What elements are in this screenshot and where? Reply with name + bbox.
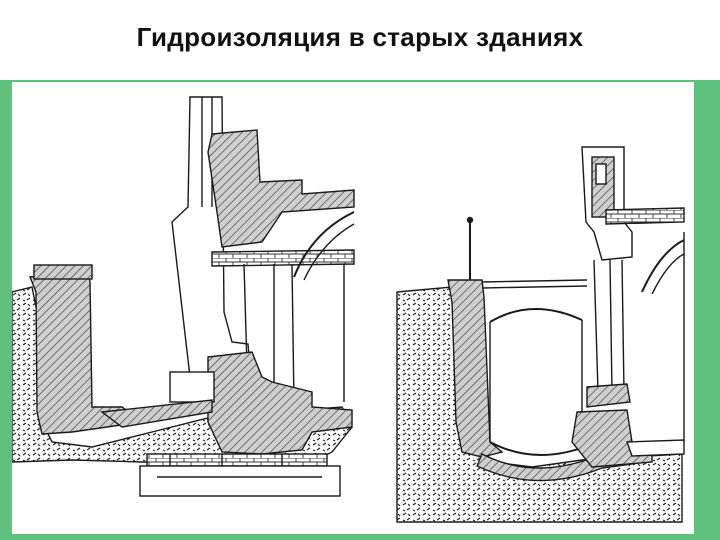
plinth-base bbox=[169, 371, 215, 403]
cellar-vault bbox=[489, 308, 583, 323]
wall-base-block bbox=[586, 383, 631, 408]
wall-foundation bbox=[571, 409, 653, 468]
left-section bbox=[12, 96, 355, 497]
drawing-panel bbox=[12, 82, 694, 534]
floor-beam-right bbox=[605, 207, 685, 225]
slide-title: Гидроизоляция в старых зданиях bbox=[136, 22, 584, 52]
ground-slab bbox=[100, 399, 213, 428]
plinth-masonry bbox=[207, 351, 353, 455]
right-vault-arch bbox=[641, 239, 685, 293]
pier-masonry bbox=[207, 129, 355, 248]
right-section bbox=[396, 146, 685, 523]
cross-section-drawing bbox=[12, 96, 685, 523]
vault-arch bbox=[293, 211, 355, 278]
footing-lower bbox=[139, 465, 341, 497]
buttress-cap bbox=[33, 264, 93, 280]
floor-beam bbox=[211, 249, 355, 267]
footing-upper bbox=[146, 453, 328, 467]
soil-right-outer bbox=[396, 286, 683, 523]
